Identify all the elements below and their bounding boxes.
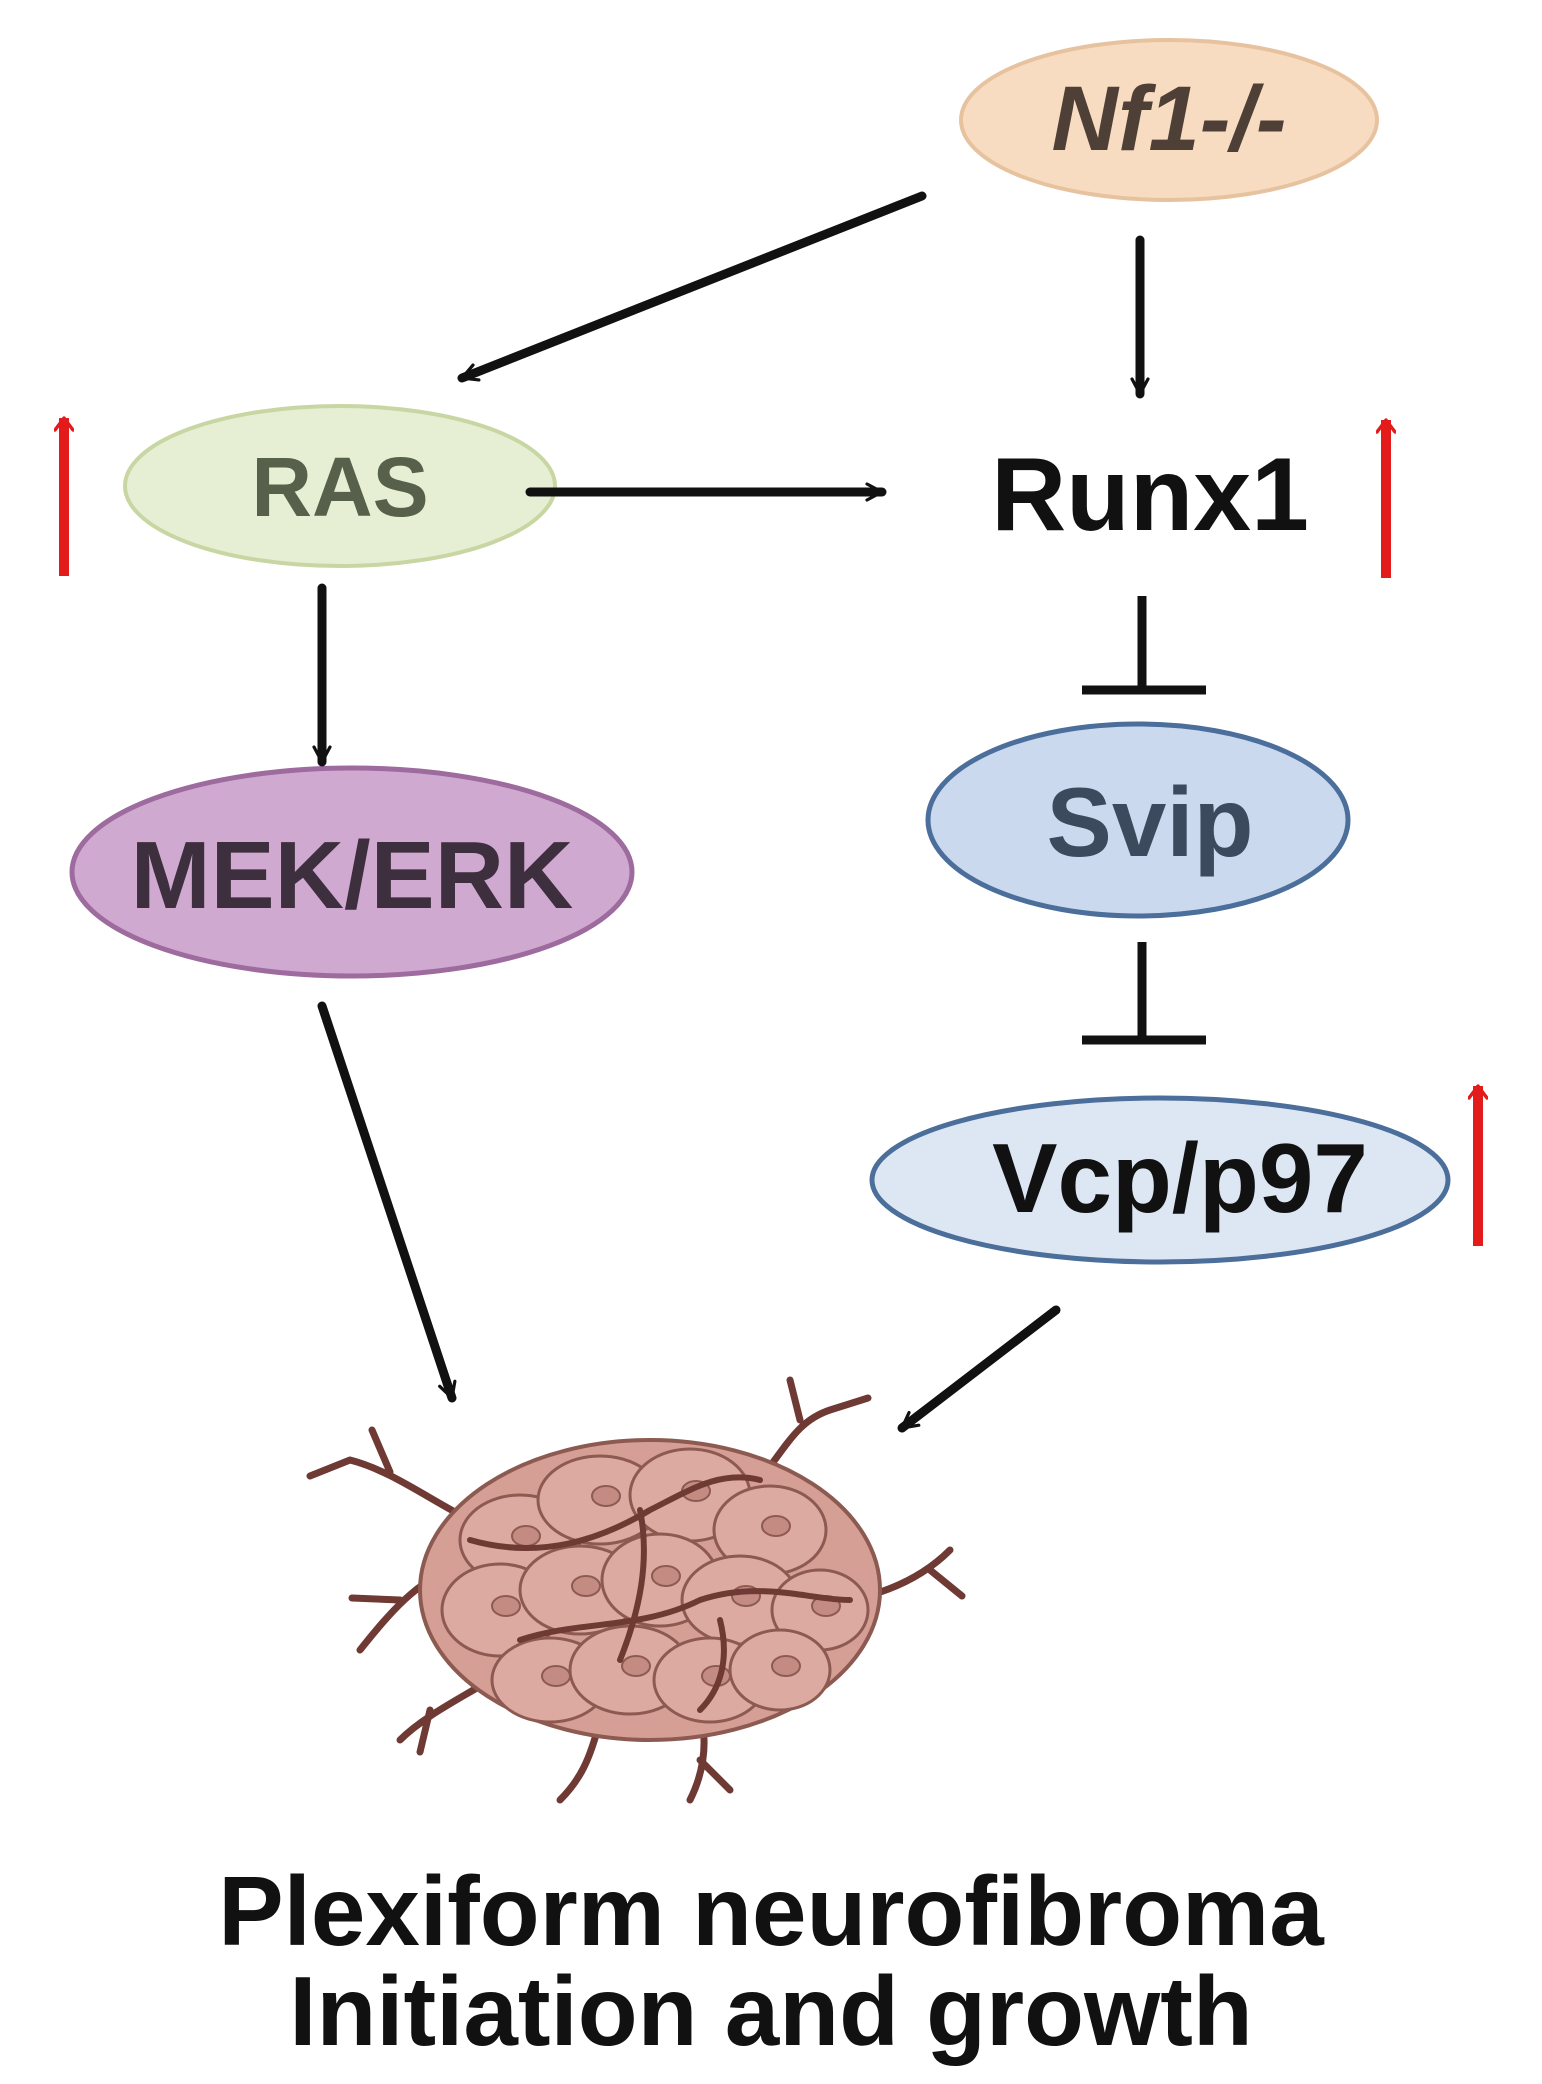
inhibition-runx1-svip (1082, 596, 1206, 695)
surface-vessels (467, 1474, 853, 1713)
tumor-illustration-icon (306, 1376, 966, 1804)
ras-node: RAS (123, 404, 557, 568)
inhibition-svip-vcp (1082, 942, 1206, 1045)
arrow-mek-erk-to-tumor (317, 1001, 457, 1403)
vcp-p97-label: Vcp/p97 (992, 1123, 1368, 1233)
arrow-vcp-to-tumor (897, 1305, 1061, 1433)
mek-erk-node: MEK/ERK (69, 765, 635, 979)
cell-mass (418, 1438, 882, 1742)
arrow-nf1-to-ras (457, 191, 927, 383)
svip-label: Svip (1047, 767, 1254, 877)
nf1-node: Nf1-/- (959, 38, 1379, 202)
runx1-label: Runx1 (991, 437, 1309, 553)
caption-line-1: Plexiform neurofibroma (218, 1856, 1324, 1966)
ras-label: RAS (251, 440, 428, 534)
nf1-label: Nf1-/- (1051, 68, 1286, 170)
vcp-p97-node: Vcp/p97 (869, 1095, 1451, 1265)
svip-node: Svip (925, 721, 1351, 919)
mek-erk-label: MEK/ERK (131, 822, 574, 929)
runx1-node: Runx1 (991, 437, 1309, 553)
caption-line-2: Initiation and growth (289, 1956, 1253, 2066)
